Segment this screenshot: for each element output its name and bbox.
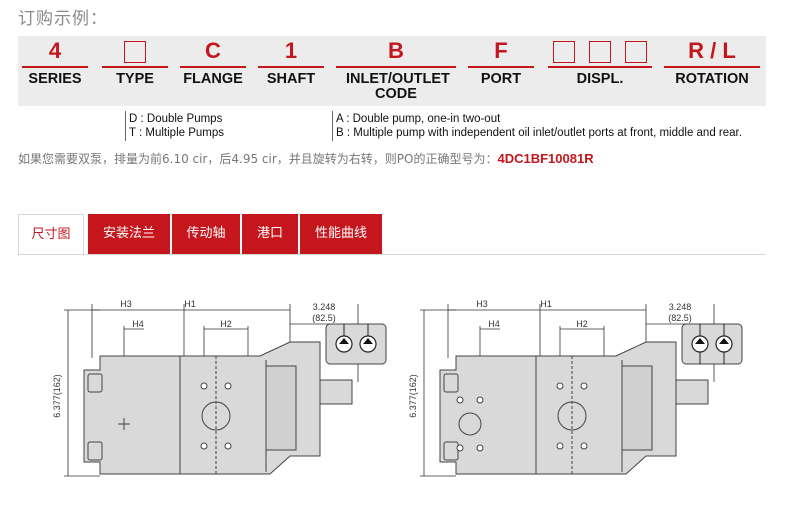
type-underline — [102, 66, 168, 68]
code-col-flange: C FLANGE — [176, 36, 250, 106]
tab-bar-rule — [18, 254, 766, 255]
hydraulic-symbol-left — [325, 323, 387, 365]
h3-label-right: H3 — [476, 299, 488, 309]
series-underline — [22, 66, 88, 68]
ordering-code-band: 4 SERIES TYPE C FLANGE 1 SHAFT B INLET/O… — [18, 36, 766, 106]
code-col-inlet-outlet: B INLET/OUTLET CODE — [332, 36, 460, 106]
height-label-left: 6.377(162) — [52, 374, 62, 418]
code-col-shaft: 1 SHAFT — [254, 36, 328, 106]
code-col-series: 4 SERIES — [18, 36, 92, 106]
tab-drive-shaft[interactable]: 传动轴 — [172, 214, 240, 255]
inlet-notes-bar — [332, 111, 333, 141]
pump-drawing-left: H3 H1 H4 H2 3.248 (82.5) 6.377(162) — [52, 299, 387, 477]
tab-performance-curve[interactable]: 性能曲线 — [300, 214, 382, 255]
hydraulic-symbol-right — [681, 323, 743, 365]
dim-mm-label-left: (82.5) — [312, 313, 336, 323]
inlet-outlet-label: INLET/OUTLET CODE — [346, 71, 450, 102]
rotation-label: ROTATION — [675, 71, 749, 87]
pump-body-right — [439, 341, 709, 475]
port-flange-left — [118, 356, 232, 474]
pump-drawing-right: H3 H1 H4 H2 3.248 (82.5) 6.377(162) — [408, 299, 743, 477]
rotation-code: R / L — [688, 38, 736, 63]
displ-code-box-2 — [589, 41, 611, 63]
code-col-displ: DISPL. — [544, 36, 656, 106]
shaft-label: SHAFT — [266, 71, 316, 87]
h2-label-right: H2 — [576, 319, 588, 329]
dim-in-label-left: 3.248 — [313, 302, 336, 312]
tab-dimension-drawing[interactable]: 尺寸图 — [18, 214, 84, 256]
h1-label-left: H1 — [184, 299, 196, 309]
dim-mm-label-right: (82.5) — [668, 313, 692, 323]
dim-in-label-right: 3.248 — [669, 302, 692, 312]
h4-label-left: H4 — [132, 319, 144, 329]
flange-code: C — [205, 38, 221, 63]
inlet-outlet-code: B — [388, 38, 404, 63]
port-label: PORT — [480, 71, 522, 87]
inlet-notes: A : Double pump, one-in two-out B : Mult… — [336, 112, 742, 140]
code-col-port: F PORT — [464, 36, 538, 106]
series-label: SERIES — [28, 71, 82, 87]
inlet-outlet-underline — [336, 66, 456, 68]
inlet-note-b: B : Multiple pump with independent oil i… — [336, 127, 742, 139]
h3-label-left: H3 — [120, 299, 132, 309]
code-col-rotation: R / L ROTATION — [660, 36, 764, 106]
rotation-underline — [664, 66, 760, 68]
shaft-underline — [258, 66, 324, 68]
series-code: 4 — [48, 38, 62, 63]
port-underline — [468, 66, 534, 68]
port-code: F — [494, 38, 508, 63]
example-model: 4DC1BF10081R — [497, 151, 594, 166]
type-label: TYPE — [116, 71, 154, 87]
type-note-t: T : Multiple Pumps — [129, 127, 225, 139]
h2-label-left: H2 — [220, 319, 232, 329]
displ-label: DISPL. — [576, 71, 624, 87]
height-label-right: 6.377(162) — [408, 374, 418, 418]
shaft-code: 1 — [284, 38, 298, 63]
type-code-box — [124, 41, 146, 63]
h4-label-right: H4 — [488, 319, 500, 329]
pump-body-left — [83, 341, 353, 475]
type-note-d: D : Double Pumps — [129, 113, 223, 125]
type-notes: D : Double Pumps T : Multiple Pumps — [129, 112, 224, 140]
code-col-type: TYPE — [98, 36, 172, 106]
h1-label-right: H1 — [540, 299, 552, 309]
displ-underline — [548, 66, 652, 68]
example-sentence: 如果您需要双泵，排量为前6.10 cir，后4.95 cir，并且旋转为右转，则… — [18, 150, 594, 167]
flange-underline — [180, 66, 246, 68]
tab-ports[interactable]: 港口 — [242, 214, 298, 255]
port-flanges-right — [456, 356, 588, 474]
inlet-note-a: A : Double pump, one-in two-out — [336, 113, 501, 125]
displ-code-box-1 — [553, 41, 575, 63]
page-title: 订购示例： — [18, 9, 108, 29]
type-notes-bar — [125, 111, 126, 141]
displ-code-box-3 — [625, 41, 647, 63]
example-text: 如果您需要双泵，排量为前6.10 cir，后4.95 cir，并且旋转为右转，则… — [18, 152, 498, 166]
tab-mounting-flange[interactable]: 安装法兰 — [88, 214, 170, 255]
flange-label: FLANGE — [183, 71, 243, 87]
